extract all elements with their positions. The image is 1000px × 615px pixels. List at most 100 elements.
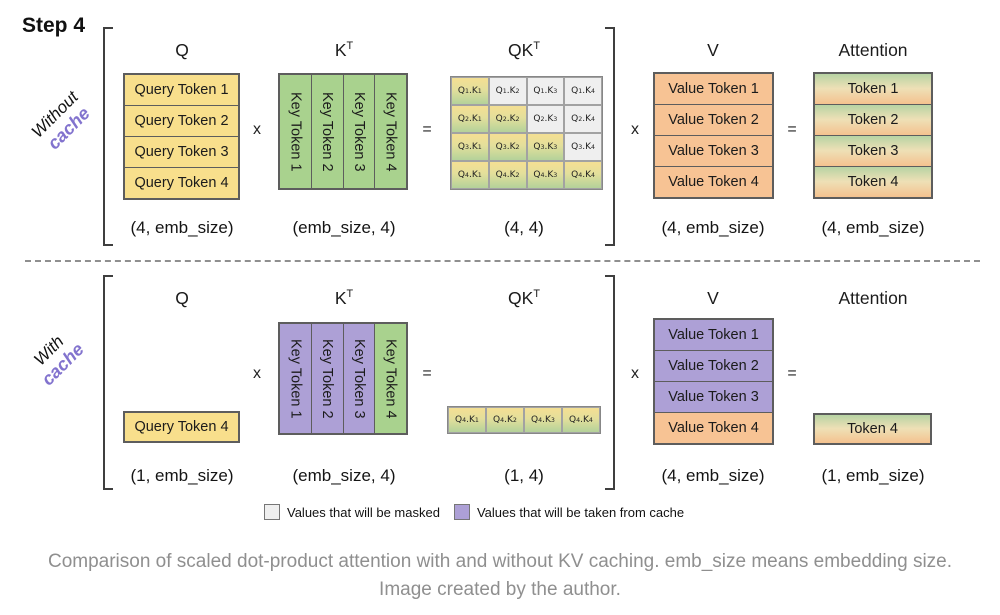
matrix-cell: Value Token 4 [655,412,772,443]
multiply-operator: x [253,121,261,138]
legend: Values that will be masked Values that w… [264,504,684,520]
equals-operator: = [787,365,797,382]
matrix-cell: Key Token 3 [342,324,375,433]
row-label-with-cache: With cache [7,308,105,406]
q-dims: (1, emb_size) [130,466,234,485]
matrix-cell: Query Token 2 [125,105,238,136]
legend-cache-label: Values that will be taken from cache [476,504,685,520]
attention-dims: (4, emb_size) [821,218,925,237]
figure-caption-line2: Image created by the author. [379,579,621,600]
right-bracket [605,27,615,246]
matrix-header-qkt: QKT [508,288,540,308]
figure-caption-line1: Comparison of scaled dot-product attenti… [47,551,953,572]
matrix-cell: Key Token 1 [280,324,311,433]
matrix-cell: Token 4 [815,166,931,197]
equals-operator: = [787,121,797,138]
attention-dims: (1, emb_size) [821,466,925,485]
legend-masked-label: Values that will be masked [287,504,440,520]
matrix-cell: Query Token 4 [125,167,238,198]
left-bracket [103,275,113,490]
qkt-dims: (1, 4) [504,466,544,485]
matrix-cell: Token 2 [815,104,931,135]
matrix-header-q: Q [175,288,189,308]
matrix-cell: Token 1 [815,74,931,104]
multiply-operator: x [631,121,639,138]
matrix-cell: Key Token 2 [310,75,343,188]
matrix-cell: Value Token 2 [655,350,772,381]
matrix-header-v: V [707,40,719,60]
right-bracket [605,275,615,490]
matrix-header-kt: KT [334,288,354,308]
equals-operator: = [422,365,432,382]
matrix-header-v: V [707,288,719,308]
left-bracket [103,27,113,246]
legend-item-masked: Values that will be masked [264,504,440,520]
step-title: Step 4 [22,14,86,37]
matrix-cell: Key Token 3 [342,75,375,188]
matrix-header-attention: Attention [838,40,908,60]
matrix-cell: Token 3 [815,135,931,166]
attention-matrix: Token 4 [813,413,932,445]
matrix-cell: Token 4 [815,415,930,443]
equals-operator: = [422,121,432,138]
matrix-cell: Value Token 1 [655,74,772,104]
cache-swatch [453,504,470,520]
matrix-cell: Query Token 4 [125,413,238,441]
matrix-cell: Key Token 4 [374,324,406,433]
matrix-cell: Value Token 3 [655,381,772,412]
matrix-cell: Value Token 4 [655,166,772,197]
matrix-cell: Query Token 1 [125,75,238,105]
q-dims: (4, emb_size) [130,218,234,237]
matrix-cell: Value Token 1 [655,320,772,350]
kt-dims: (emb_size, 4) [292,466,396,485]
v-dims: (4, emb_size) [661,466,765,485]
matrix-header-kt: KT [334,40,354,60]
matrix-cell: Value Token 3 [655,135,772,166]
row-label-cache-word: cache [37,339,88,390]
qkt-dims: (4, 4) [504,218,544,237]
masked-swatch [264,504,280,520]
matrix-header-attention: Attention [838,288,908,308]
v-dims: (4, emb_size) [661,218,765,237]
dashed-divider [25,260,980,262]
q-matrix: Query Token 4 [123,411,240,443]
matrix-cell: Key Token 4 [374,75,406,188]
matrix-cell: Query Token 3 [125,136,238,167]
matrix-header-q: Q [175,40,189,60]
multiply-operator: x [631,365,639,382]
matrix-cell: Key Token 1 [280,75,311,188]
matrix-header-qkt: QKT [508,40,540,60]
multiply-operator: x [253,365,261,382]
kt-dims: (emb_size, 4) [292,218,396,237]
matrix-cell: Key Token 2 [310,324,343,433]
row-label-without-cache: Without cache [13,72,111,170]
legend-item-cache: Values that will be taken from cache [453,504,685,520]
matrix-cell: Value Token 2 [655,104,772,135]
